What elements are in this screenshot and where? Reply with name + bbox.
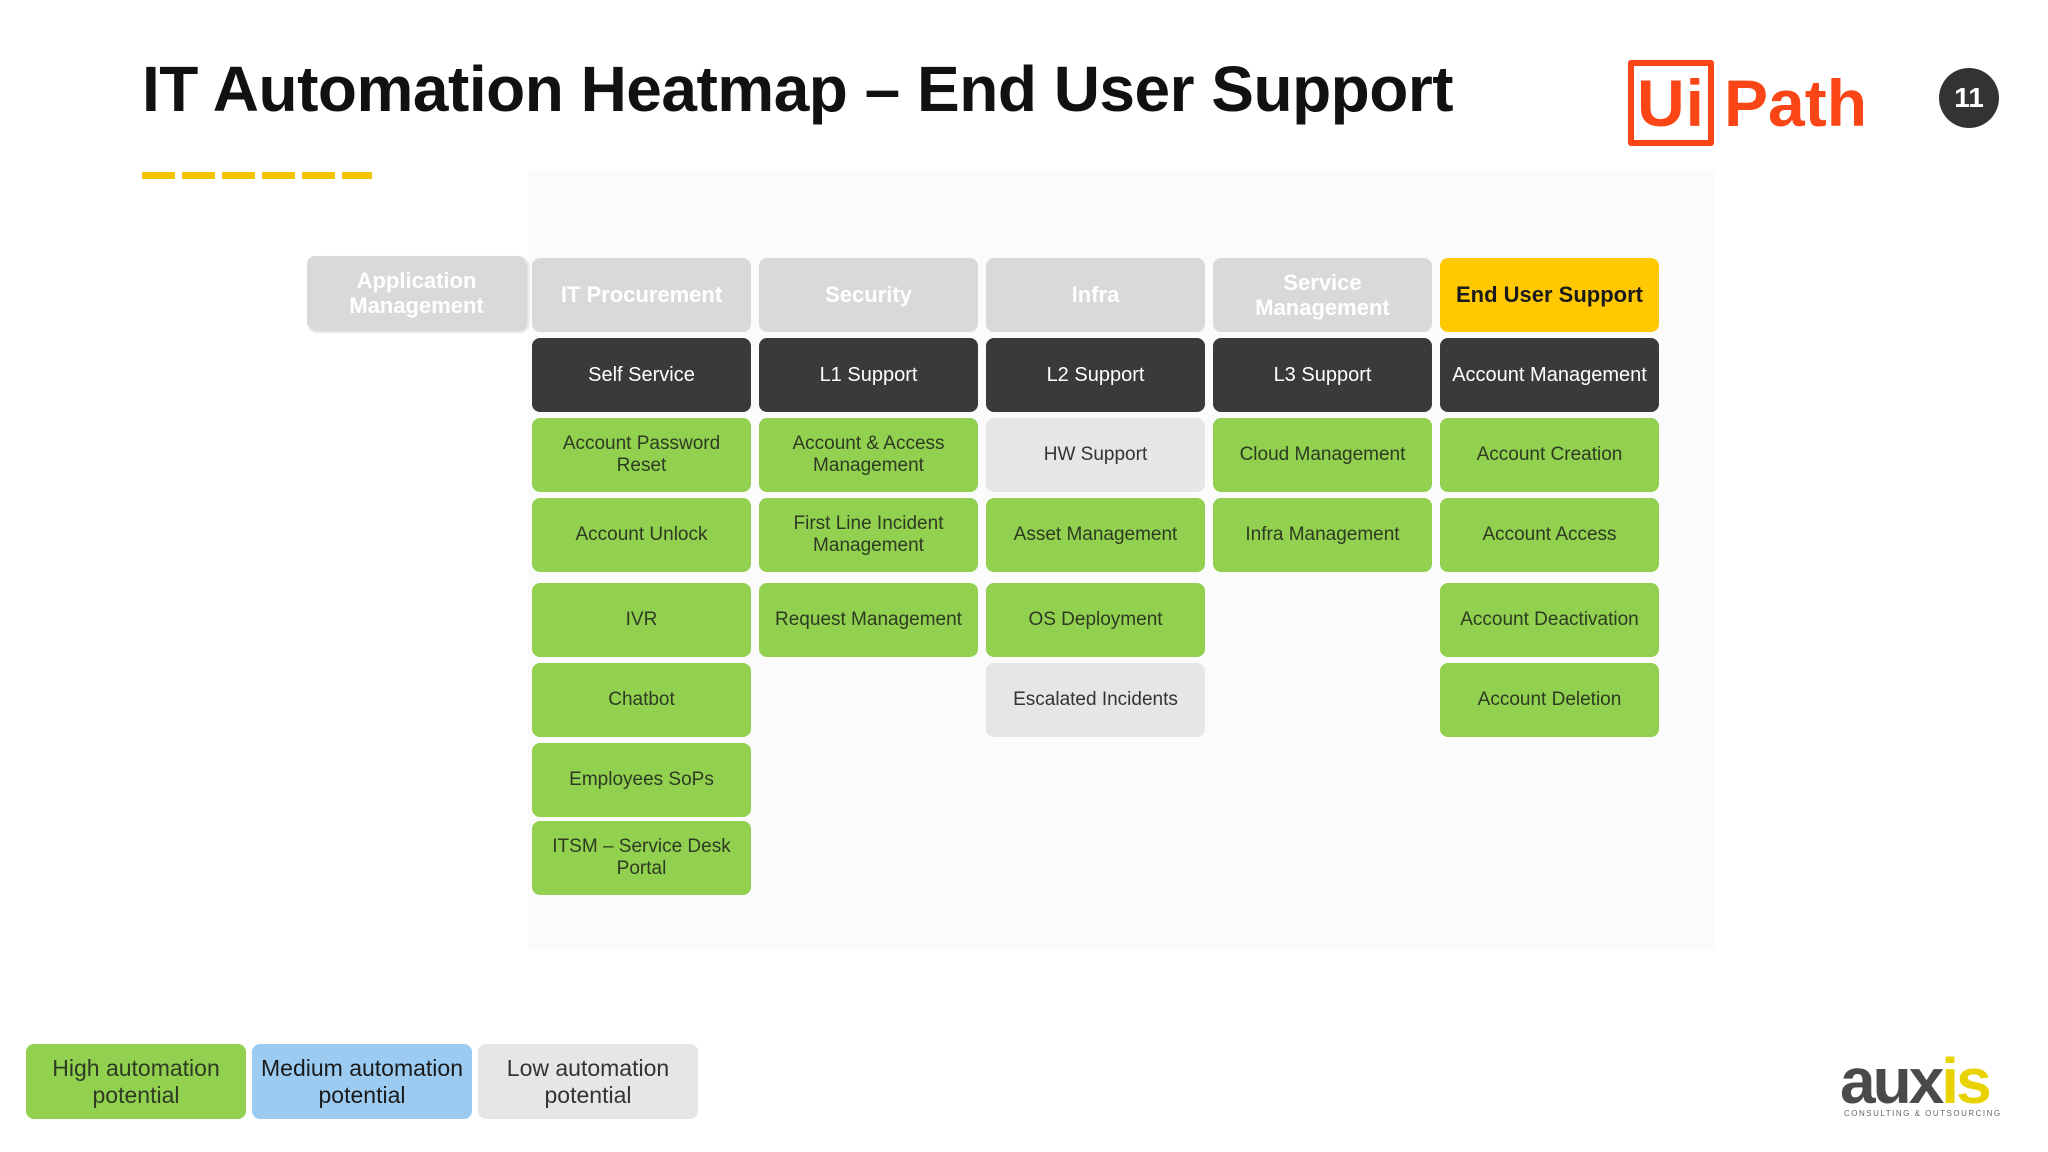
- column-header-service-management: Service Management: [1213, 258, 1432, 332]
- auxis-logo-main: aux: [1840, 1045, 1944, 1117]
- heatmap-cell-account-access: Account Access: [1440, 498, 1659, 572]
- subheader-account-management: Account Management: [1440, 338, 1659, 412]
- side-header-application-management: Application Management: [307, 256, 526, 330]
- heatmap-cell-account-deletion: Account Deletion: [1440, 663, 1659, 737]
- legend-low: Low automation potential: [478, 1044, 698, 1119]
- heatmap-cell-asset-management: Asset Management: [986, 498, 1205, 572]
- title-underline: [142, 172, 372, 179]
- auxis-logo-tagline: CONSULTING & OUTSOURCING: [1844, 1109, 2002, 1118]
- heatmap-cell-itsm-service-desk-portal: ITSM – Service Desk Portal: [532, 821, 751, 895]
- heatmap-cell-cloud-management: Cloud Management: [1213, 418, 1432, 492]
- page-number: 11: [1939, 68, 1999, 128]
- subheader-l3-support: L3 Support: [1213, 338, 1432, 412]
- auxis-logo: auxis CONSULTING & OUTSOURCING: [1840, 1045, 2010, 1124]
- heatmap-cell-request-management: Request Management: [759, 583, 978, 657]
- heatmap-cell-account-password-reset: Account Password Reset: [532, 418, 751, 492]
- subheader-l2-support: L2 Support: [986, 338, 1205, 412]
- uipath-logo-box: [1628, 60, 1714, 146]
- subheader-l1-support: L1 Support: [759, 338, 978, 412]
- heatmap-cell-infra-management: Infra Management: [1213, 498, 1432, 572]
- heatmap-cell-account-unlock: Account Unlock: [532, 498, 751, 572]
- column-header-security: Security: [759, 258, 978, 332]
- subheader-self-service: Self Service: [532, 338, 751, 412]
- legend-high: High automation potential: [26, 1044, 246, 1119]
- auxis-logo-accent: is: [1941, 1045, 1991, 1117]
- slide-title: IT Automation Heatmap – End User Support: [142, 53, 1454, 125]
- heatmap-cell-employees-sops: Employees SoPs: [532, 743, 751, 817]
- uipath-logo-path: Path: [1724, 66, 1868, 140]
- heatmap-cell-ivr: IVR: [532, 583, 751, 657]
- heatmap-cell-escalated-incidents: Escalated Incidents: [986, 663, 1205, 737]
- legend-medium: Medium automation potential: [252, 1044, 472, 1119]
- column-header-end-user-support: End User Support: [1440, 258, 1659, 332]
- heatmap-cell-first-line-incident-management: First Line Incident Management: [759, 498, 978, 572]
- column-header-infra: Infra: [986, 258, 1205, 332]
- heatmap-cell-chatbot: Chatbot: [532, 663, 751, 737]
- heatmap-cell-account-creation: Account Creation: [1440, 418, 1659, 492]
- heatmap-cell-os-deployment: OS Deployment: [986, 583, 1205, 657]
- heatmap-cell-account-deactivation: Account Deactivation: [1440, 583, 1659, 657]
- heatmap-cell-account-access-management: Account & Access Management: [759, 418, 978, 492]
- uipath-logo: Ui Path: [1628, 60, 1867, 148]
- heatmap-cell-hw-support: HW Support: [986, 418, 1205, 492]
- uipath-logo-ui: Ui: [1637, 66, 1705, 140]
- column-header-it-procurement: IT Procurement: [532, 258, 751, 332]
- auxis-logo-word: auxis: [1840, 1044, 1992, 1118]
